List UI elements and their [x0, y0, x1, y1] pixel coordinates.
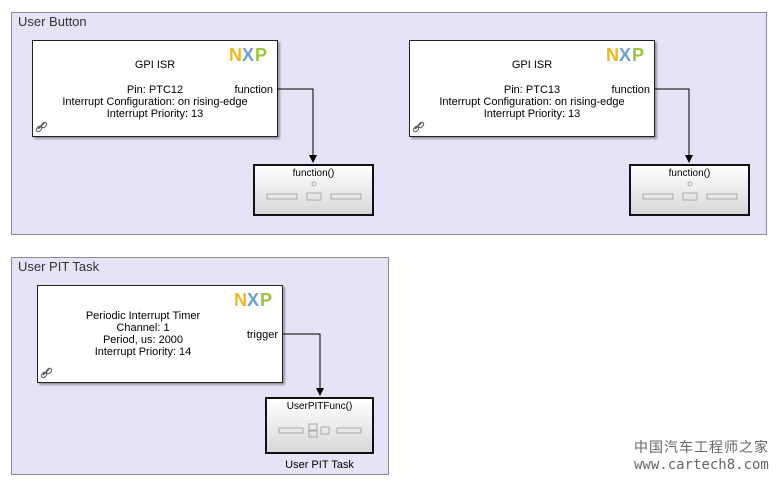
subsystem-preview-icon [642, 181, 738, 201]
interrupt-priority-label: Interrupt Priority: 13 [483, 108, 581, 120]
gpi-isr-block-1[interactable]: N X P GPI ISR Pin: PTC12 Interrupt Confi… [32, 40, 278, 137]
area-title: User Button [18, 14, 87, 29]
area-title: User PIT Task [18, 259, 100, 274]
pin-label: Pin: PTC12 [126, 84, 184, 96]
pin-label: Pin: PTC13 [503, 84, 561, 96]
subsystem-title: function() [668, 168, 711, 179]
svg-text:P: P [260, 290, 272, 310]
gpi-isr-block-2[interactable]: N X P GPI ISR Pin: PTC13 Interrupt Confi… [409, 40, 655, 137]
svg-text:N: N [229, 45, 242, 65]
svg-text:N: N [234, 290, 247, 310]
subsystem-caption: User PIT Task [285, 459, 354, 471]
subsystem-title: function() [292, 168, 335, 179]
subsystem-preview-icon [266, 181, 362, 201]
interrupt-priority-label: Interrupt Priority: 14 [94, 346, 192, 358]
block-title: GPI ISR [134, 59, 176, 71]
function-port-label: function [611, 84, 650, 96]
function-call-subsystem-2[interactable]: function() [629, 164, 750, 216]
trigger-port-label: trigger [246, 329, 278, 341]
block-title: GPI ISR [511, 59, 553, 71]
interrupt-config-label: Interrupt Configuration: on rising-edge [439, 96, 625, 108]
subsystem-preview-icon [278, 423, 362, 438]
period-label: Period, us: 2000 [102, 334, 184, 346]
periodic-interrupt-timer-block[interactable]: N X P Periodic Interrupt Timer Channel: … [37, 285, 283, 383]
timer-title-label: Periodic Interrupt Timer [85, 310, 201, 322]
nxp-logo: N X P [234, 290, 272, 310]
subsystem-title: UserPITFunc() [286, 401, 353, 412]
link-icon [40, 367, 53, 379]
channel-label: Channel: 1 [116, 322, 170, 334]
watermark-text: 中国汽车工程师之家 [634, 440, 769, 456]
interrupt-config-label: Interrupt Configuration: on rising-edge [62, 96, 248, 108]
function-call-subsystem-1[interactable]: function() [253, 164, 374, 216]
svg-text:X: X [247, 290, 259, 310]
svg-text:P: P [255, 45, 267, 65]
nxp-logo: N X P [606, 45, 644, 65]
svg-text:X: X [242, 45, 254, 65]
link-icon [35, 121, 48, 133]
nxp-logo: N X P [229, 45, 267, 65]
svg-text:X: X [619, 45, 631, 65]
svg-text:N: N [606, 45, 619, 65]
svg-text:P: P [632, 45, 644, 65]
link-icon [412, 121, 425, 133]
watermark-url: www.cartech8.com [634, 457, 769, 473]
function-port-label: function [234, 84, 273, 96]
user-pit-func-subsystem[interactable]: UserPITFunc() [265, 397, 374, 454]
interrupt-priority-label: Interrupt Priority: 13 [106, 108, 204, 120]
